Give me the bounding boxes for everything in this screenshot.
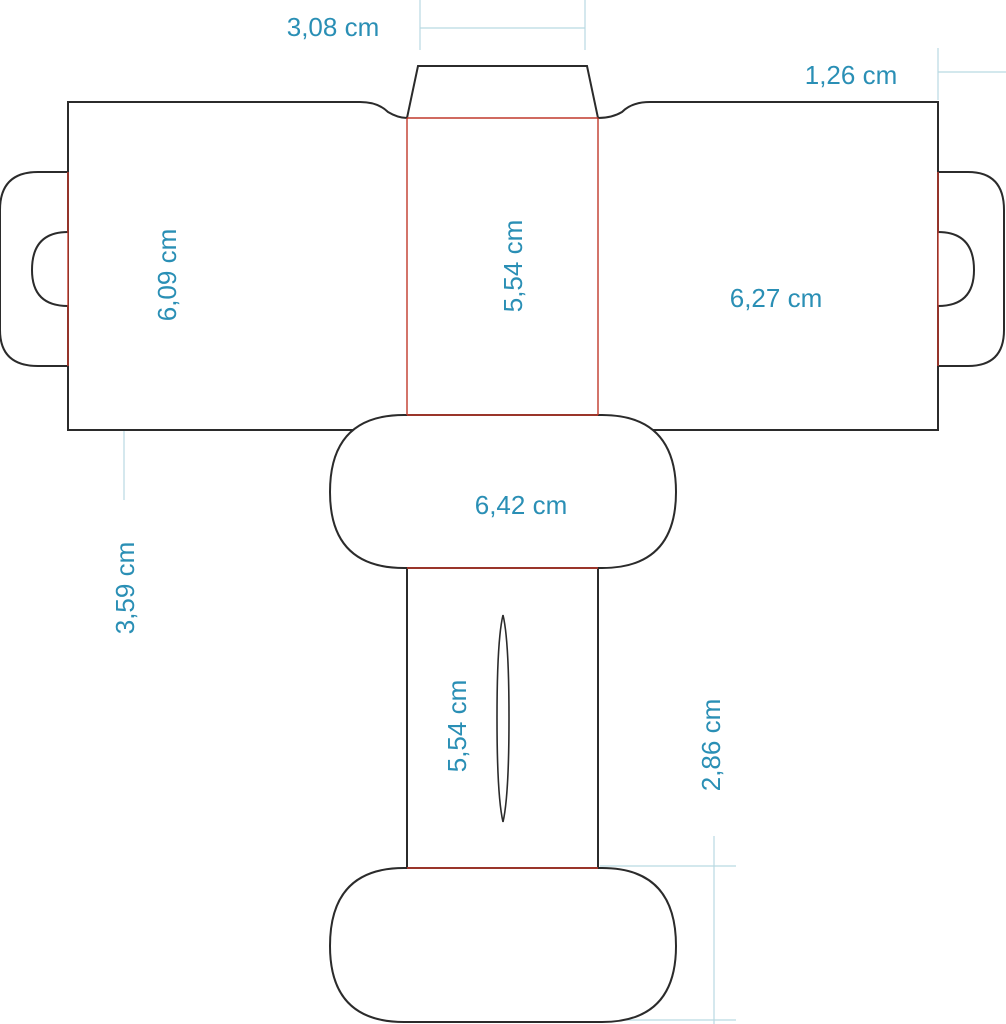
dim-left-offset: 3,59 cm xyxy=(110,542,140,635)
left-tab-slot xyxy=(30,231,69,307)
dimension-labels: 3,08 cm 1,26 cm 6,09 cm 5,54 cm 6,27 cm … xyxy=(110,12,897,791)
dim-center-panel-height: 5,54 cm xyxy=(498,220,528,313)
center-slit xyxy=(496,614,510,823)
middle-oval-flap xyxy=(328,414,678,569)
template-fold-lines xyxy=(67,117,939,869)
dim-left-panel-height: 6,09 cm xyxy=(152,229,182,322)
template-cut-outline xyxy=(0,65,1005,1023)
bottom-oval-flap xyxy=(328,867,678,1023)
dim-lower-oval-height: 2,86 cm xyxy=(696,699,726,792)
dim-lower-panel-height: 5,54 cm xyxy=(442,680,472,773)
dim-side-tab-width: 1,26 cm xyxy=(805,60,898,90)
dim-bottom-oval-width: 6,42 cm xyxy=(475,490,568,520)
dim-right-panel-width: 6,27 cm xyxy=(730,283,823,313)
dim-top-tab-width: 3,08 cm xyxy=(287,12,380,42)
right-tab-slot xyxy=(937,231,976,307)
